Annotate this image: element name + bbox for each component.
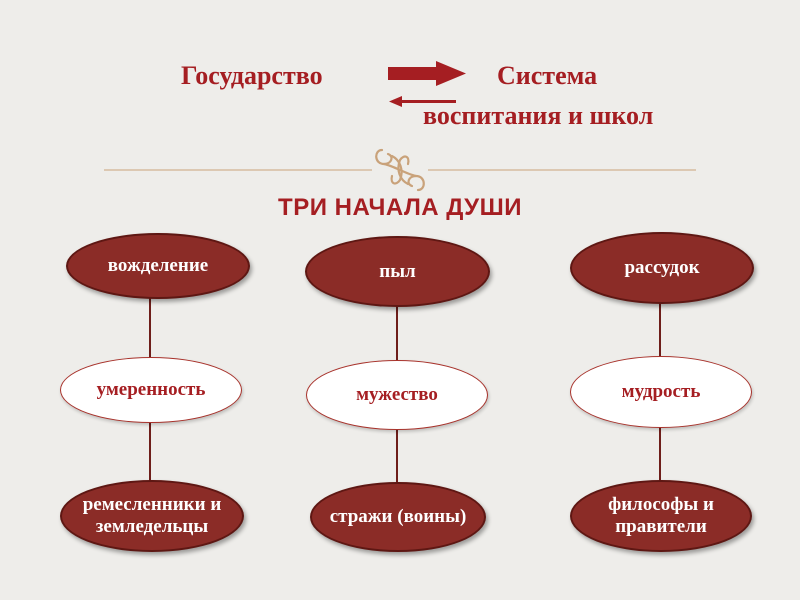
soul-part-node: пыл [305, 236, 490, 307]
class-label-line2: земледельцы [95, 516, 209, 537]
ornament-icon [375, 148, 425, 192]
virtue-label: умеренность [96, 379, 206, 401]
virtue-node: мужество [306, 360, 488, 430]
virtue-label: мудрость [621, 381, 701, 403]
virtue-node: умеренность [60, 357, 242, 423]
class-node: ремесленники и земледельцы [60, 480, 244, 552]
arrow-left-icon [389, 96, 456, 107]
system-label-line2: воспитания и школ [423, 101, 654, 130]
heading: ТРИ НАЧАЛА ДУШИ [278, 194, 522, 221]
arrow-right-icon [388, 61, 466, 86]
soul-part-label: пыл [379, 260, 416, 282]
class-label-line1: стражи (воины) [329, 506, 467, 528]
connector-line [149, 296, 151, 362]
class-node: философы и правители [570, 480, 752, 552]
soul-part-node: вожделение [66, 233, 250, 299]
virtue-node: мудрость [570, 356, 752, 428]
class-label-line1: философы и [608, 494, 714, 516]
connector-line [396, 428, 398, 486]
connector-line [149, 420, 151, 488]
class-node: стражи (воины) [310, 482, 486, 552]
connector-line [396, 304, 398, 364]
class-label-line1: ремесленники и [82, 494, 222, 516]
class-label-line2: правители [615, 516, 707, 537]
soul-part-node: рассудок [570, 232, 754, 304]
connector-line [659, 302, 661, 360]
soul-part-label: рассудок [624, 257, 700, 279]
system-label-line1: Система [497, 61, 598, 90]
connector-line [659, 426, 661, 484]
soul-part-label: вожделение [107, 255, 209, 277]
virtue-label: мужество [356, 384, 438, 406]
state-label: Государство [181, 61, 323, 90]
